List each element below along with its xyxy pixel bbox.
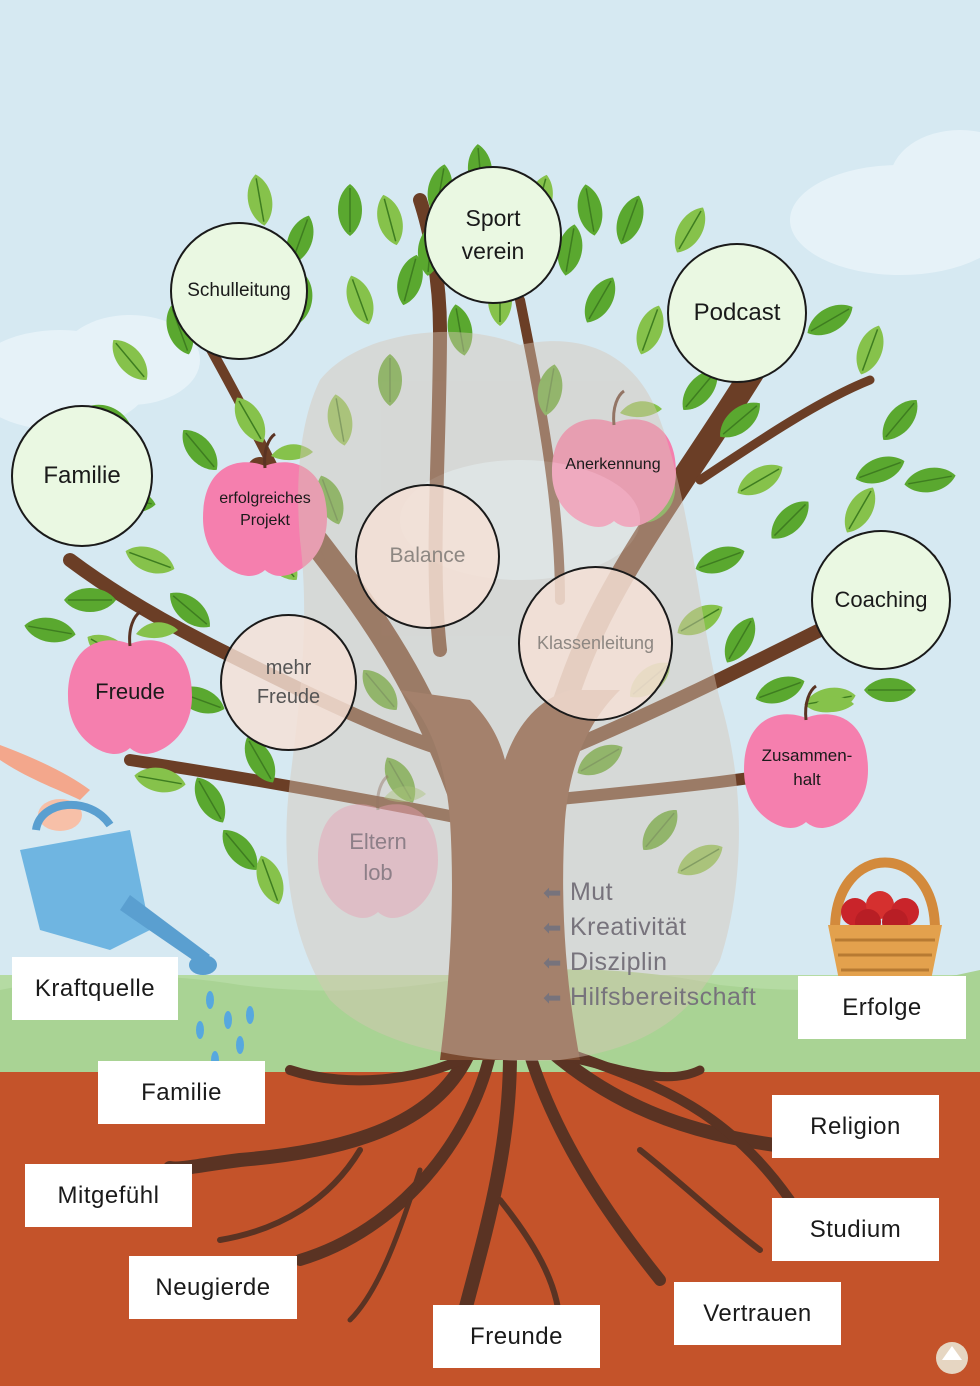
leaf-vein [365, 672, 395, 708]
apple-icon [744, 684, 868, 828]
leaf-vein [225, 832, 255, 868]
apple-icon [68, 610, 192, 754]
logo-icon [936, 1342, 968, 1374]
water-drop [236, 1036, 244, 1054]
leaf-vein [248, 740, 272, 780]
root-label-freunde: Freunde [433, 1305, 600, 1368]
leaf-vein [335, 398, 345, 442]
leaf-vein [810, 308, 850, 332]
leaf-vein [138, 775, 182, 785]
leaf-vein [678, 210, 702, 250]
leaf-vein [545, 368, 555, 412]
leaf-vein [388, 760, 412, 800]
circle-familie: Familie [11, 405, 153, 547]
trait-hilfsbereitschaft: ⬅Hilfsbereitschaft [543, 983, 757, 1011]
apple-zusammenhalt: Zusammen- halt [761, 745, 853, 789]
leaf-vein [859, 461, 901, 479]
leaf-vein [585, 188, 595, 232]
leaf-vein [255, 178, 265, 222]
leaf-vein [621, 199, 639, 241]
leaf-vein [861, 329, 879, 371]
label-erfolge: Erfolge [798, 976, 966, 1039]
leaf-vein [885, 402, 915, 438]
water-drop [224, 1011, 232, 1029]
circle-mehr-freude: mehr Freude [220, 614, 357, 751]
apple-anerkennung: Anerkennung [565, 455, 661, 473]
roots [163, 1043, 827, 1337]
root-label-mitgefuehl: Mitgefühl [25, 1164, 192, 1227]
leaf-vein [129, 551, 171, 569]
leaf-vein [172, 595, 208, 625]
leaf-vein [641, 309, 659, 351]
leaf-vein [261, 859, 279, 901]
trunk [400, 690, 620, 1060]
leaf-vein [759, 681, 801, 699]
apple-basket-icon [828, 857, 942, 985]
leaf-vein [321, 479, 339, 521]
apple-elternlob: Eltern lob [349, 828, 407, 885]
arrow-left-icon: ⬅ [543, 984, 562, 1010]
leaf-vein [908, 475, 952, 485]
leaf-vein [238, 400, 262, 440]
leaf-vein [685, 372, 715, 408]
leaf-vein [740, 468, 780, 492]
leaf-vein [455, 308, 465, 352]
apple-icon [552, 389, 676, 527]
root-label-studium: Studium [772, 1198, 939, 1261]
circle-balance: Balance [355, 484, 500, 629]
root-label-religion: Religion [772, 1095, 939, 1158]
water-drop [246, 1006, 254, 1024]
arrow-left-icon: ⬅ [543, 949, 562, 975]
leaf-vein [565, 228, 575, 272]
leaf-vein [699, 551, 741, 569]
circle-podcast: Podcast [667, 243, 807, 383]
circle-sportverein: Sport verein [424, 166, 562, 304]
trait-kreativitaet: ⬅Kreativität [543, 913, 687, 941]
apple-erfolgreiches-projekt: erfolgreiches Projekt [219, 489, 311, 529]
leaf-vein [588, 280, 612, 320]
root-label-vertrauen: Vertrauen [674, 1282, 841, 1345]
trait-disziplin: ⬅Disziplin [543, 948, 668, 976]
leaf-vein [115, 342, 145, 378]
leaf-vein [722, 405, 758, 435]
root-label-familie: Familie [98, 1061, 265, 1124]
trait-mut: ⬅Mut [543, 878, 614, 906]
label-kraftquelle: Kraftquelle [12, 957, 178, 1020]
leaf-vein [198, 780, 222, 820]
leaf-vein [645, 812, 675, 848]
water-drop [196, 1021, 204, 1039]
arrow-left-icon: ⬅ [543, 879, 562, 905]
leaf-vein [773, 503, 807, 537]
leaf-vein [185, 432, 215, 468]
leaf-vein [351, 279, 369, 321]
root-label-neugierde: Neugierde [129, 1256, 297, 1319]
arrow-left-icon: ⬅ [543, 914, 562, 940]
watering-can-icon [0, 745, 217, 975]
clouds [0, 130, 980, 430]
leaf-vein [680, 608, 720, 632]
circle-coaching: Coaching [811, 530, 951, 670]
leaf-vein [728, 620, 752, 660]
leaf-vein [28, 625, 72, 635]
leaf-vein [580, 748, 620, 772]
leaf-vein [403, 258, 417, 302]
apples [68, 389, 868, 918]
circle-klassenleitung: Klassenleitung [518, 566, 673, 721]
apple-icon [203, 432, 327, 576]
leaf-vein [383, 198, 397, 242]
water-drop [206, 991, 214, 1009]
leaf-vein [680, 848, 720, 872]
apple-freude: Freude [95, 679, 165, 705]
apple-icon [318, 774, 438, 918]
circle-schulleitung: Schulleitung [170, 222, 308, 360]
leaf-vein [848, 490, 872, 530]
